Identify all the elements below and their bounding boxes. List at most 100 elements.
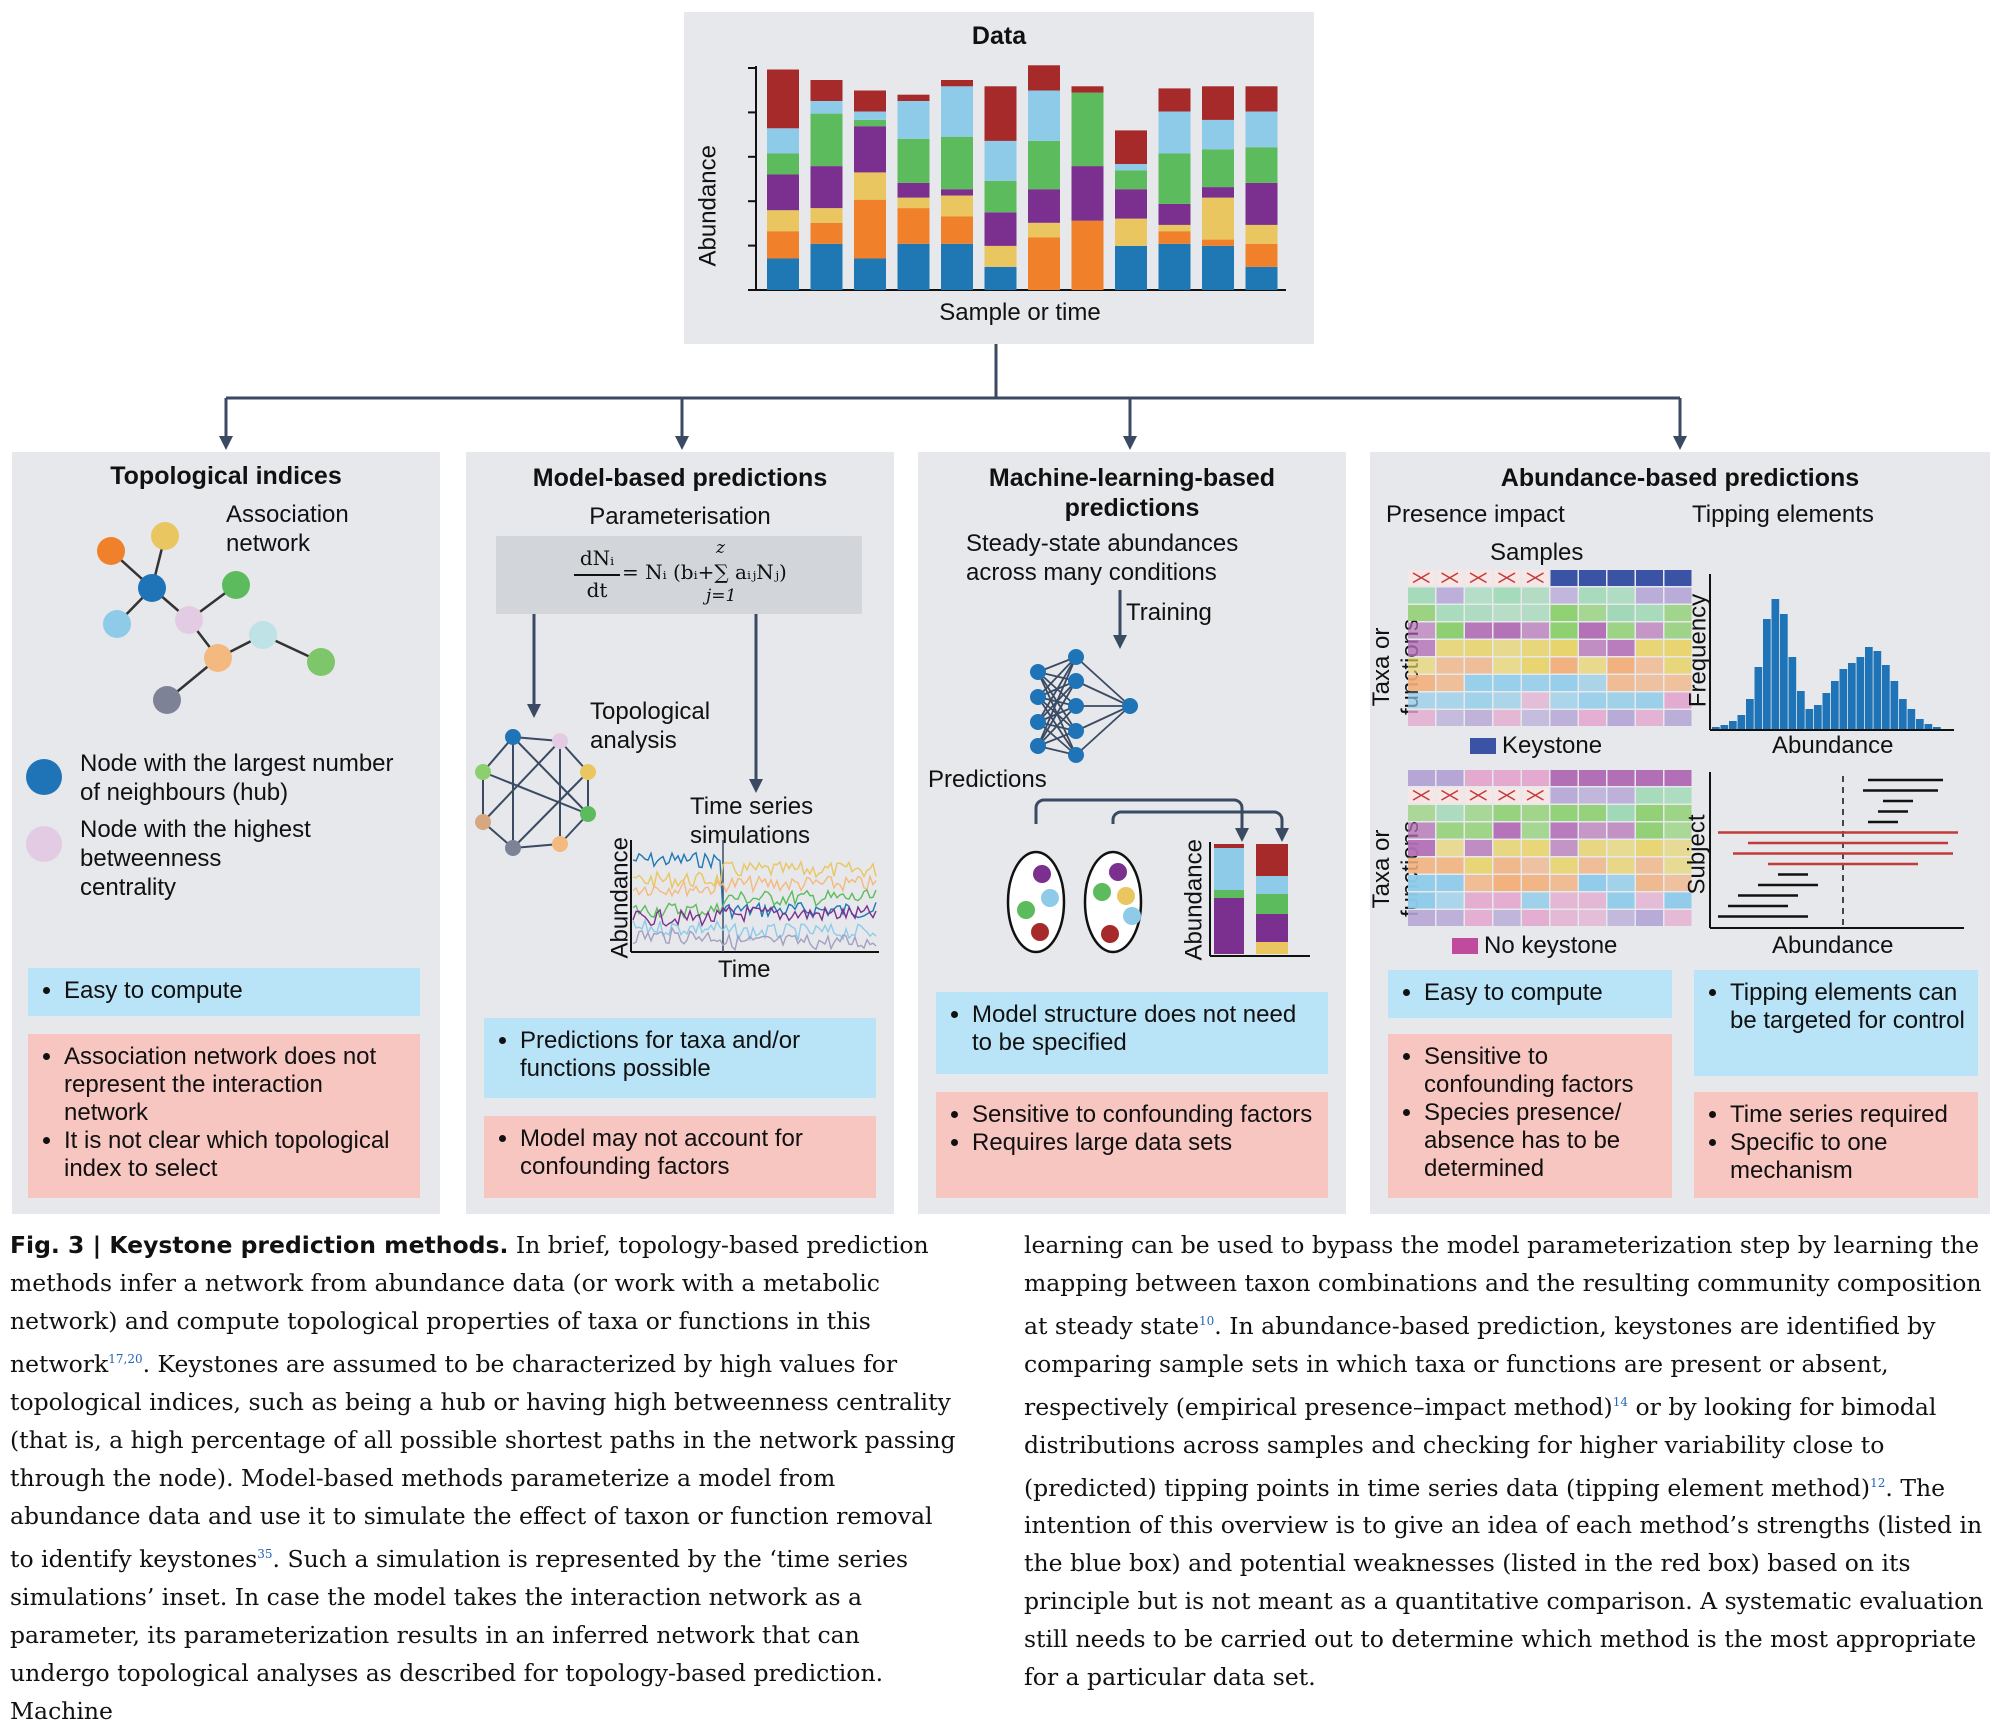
histogram-bar: [1797, 691, 1805, 729]
nn-edge: [1037, 705, 1077, 747]
heatmap-cell: [1607, 605, 1635, 621]
heatmap-cell: [1636, 570, 1663, 586]
ml-bar-ylabel: Abundance: [1180, 839, 1208, 961]
heatmap-cell: [1522, 857, 1549, 874]
heatmap-cell: [1550, 692, 1578, 709]
nn-edge: [1037, 680, 1077, 747]
heatmap-cell: [1579, 657, 1606, 674]
bar-segment-11-1: [1202, 239, 1234, 246]
heatmap-cell: [1408, 587, 1435, 604]
heatmap-cell: [1607, 805, 1635, 821]
bar-segment-8-6: [1071, 86, 1104, 93]
con-item: Sensitive to confounding factors: [1424, 1043, 1660, 1099]
legend-between-line2: betweenness: [80, 845, 222, 872]
bar-segment-8-1: [1071, 220, 1104, 290]
heatmap-cell: [1607, 857, 1635, 874]
pro-item: Tipping elements can be targeted for con…: [1730, 979, 1966, 1035]
heatmap-cell: [1607, 875, 1635, 891]
network-node-between: [175, 606, 203, 634]
heatmap-cell: [1436, 857, 1464, 874]
ts-line-6: [632, 926, 877, 952]
equation-sum-top: z: [716, 538, 725, 558]
heatmap-cell: [1607, 657, 1635, 674]
heatmap-cell: [1465, 657, 1492, 674]
presence-cons: Sensitive to confounding factorsSpecies …: [1388, 1034, 1672, 1198]
heatmap-cell: [1607, 787, 1635, 804]
histogram-bar: [1814, 705, 1822, 729]
heatmap-cell: [1636, 710, 1663, 726]
nn-node: [1030, 714, 1046, 730]
heatmap-cell: [1436, 875, 1464, 891]
bar-segment-1-6: [767, 69, 799, 129]
heatmap-cell: [1408, 657, 1435, 674]
bar-segment-3-0: [854, 258, 886, 290]
heatmap-cell: [1465, 805, 1492, 821]
heatmap-cell: [1550, 710, 1578, 726]
heatmap-cell: [1493, 892, 1521, 909]
histogram-bar: [1916, 719, 1924, 729]
bar-segment-9-4: [1115, 170, 1147, 190]
association-network: [26, 522, 335, 862]
heatmap-cell: [1408, 875, 1435, 891]
bar-segment-3-4: [854, 119, 886, 127]
no-keystone-swatch: [1452, 938, 1478, 954]
heatmap-cell: [1579, 770, 1606, 786]
caption-text: . Keystones are assumed to be characteri…: [10, 1349, 956, 1573]
heatmap-cell: [1408, 675, 1435, 691]
bar-segment-12-2: [1245, 224, 1278, 244]
topological-title: Topological indices: [110, 462, 342, 490]
bar-segment-3-1: [854, 199, 886, 259]
caption-column-2: learning can be used to bypass the model…: [1024, 1226, 1984, 1696]
topological-cons: Association network does not represent t…: [28, 1034, 420, 1198]
tipping-pros: Tipping elements can be targeted for con…: [1694, 970, 1978, 1076]
network-label-1: Association: [226, 501, 349, 528]
tipping-cons: Time series requiredSpecific to one mech…: [1694, 1092, 1978, 1198]
heatmap-cell: [1636, 605, 1663, 621]
heatmap-cell: [1636, 875, 1663, 891]
predictions-label: Predictions: [928, 766, 1047, 793]
heatmap-cell: [1408, 910, 1435, 926]
heatmap-cell: [1579, 605, 1606, 621]
heatmap-cell: [1522, 840, 1549, 856]
bar-segment-8-3: [1071, 166, 1104, 221]
heatmap-cell: [1664, 822, 1692, 839]
heatmap-cell: [1550, 770, 1578, 786]
con-item: Sensitive to confounding factors: [972, 1101, 1316, 1129]
model-title: Model-based predictions: [532, 464, 828, 492]
ml-title-1: Machine-learning-based: [988, 464, 1276, 492]
subject-xlabel: Abundance: [1772, 932, 1894, 959]
heatmap-cell: [1636, 840, 1663, 856]
bar-segment-2-6: [810, 80, 843, 101]
heatmap-cell: [1408, 640, 1435, 656]
heatmap-cell: [1607, 710, 1635, 726]
timeseries-xlabel: Time: [718, 956, 771, 983]
heatmap-cell: [1607, 622, 1635, 639]
bar-segment-9-0: [1115, 245, 1147, 290]
histogram-bar: [1924, 724, 1933, 729]
no-keystone-label: No keystone: [1484, 932, 1618, 959]
bar-segment-2-1: [810, 222, 843, 244]
legend-hub-line2: of neighbours (hub): [80, 779, 289, 806]
heatmap-cell: [1465, 622, 1492, 639]
heatmap-cell: [1522, 587, 1549, 604]
legend-hub-line1: Node with the largest number: [80, 750, 394, 777]
heatmap-cell: [1550, 787, 1578, 804]
heatmap-cell: [1664, 710, 1692, 726]
bar-segment-5-1: [941, 216, 973, 244]
heatmap-cell: [1607, 570, 1635, 586]
heatmap-cell: [1522, 675, 1549, 691]
histogram-bar: [1907, 709, 1916, 729]
bar-segment-11-0: [1202, 245, 1234, 290]
heatmap-cell: [1636, 675, 1663, 691]
bar-segment-12-1: [1245, 243, 1278, 267]
topological-pros: Easy to compute: [28, 968, 420, 1016]
heatmap-cell: [1550, 657, 1578, 674]
heatmap-cell: [1408, 622, 1435, 639]
network-node-green: [222, 571, 250, 599]
network-node-lightblue: [103, 610, 131, 638]
heatmap-cell: [1579, 910, 1606, 926]
bar-segment-1-4: [767, 153, 799, 175]
heatmap-cell: [1408, 692, 1435, 709]
bar-segment-5-0: [941, 243, 973, 290]
heatmap-cell: [1436, 805, 1464, 821]
